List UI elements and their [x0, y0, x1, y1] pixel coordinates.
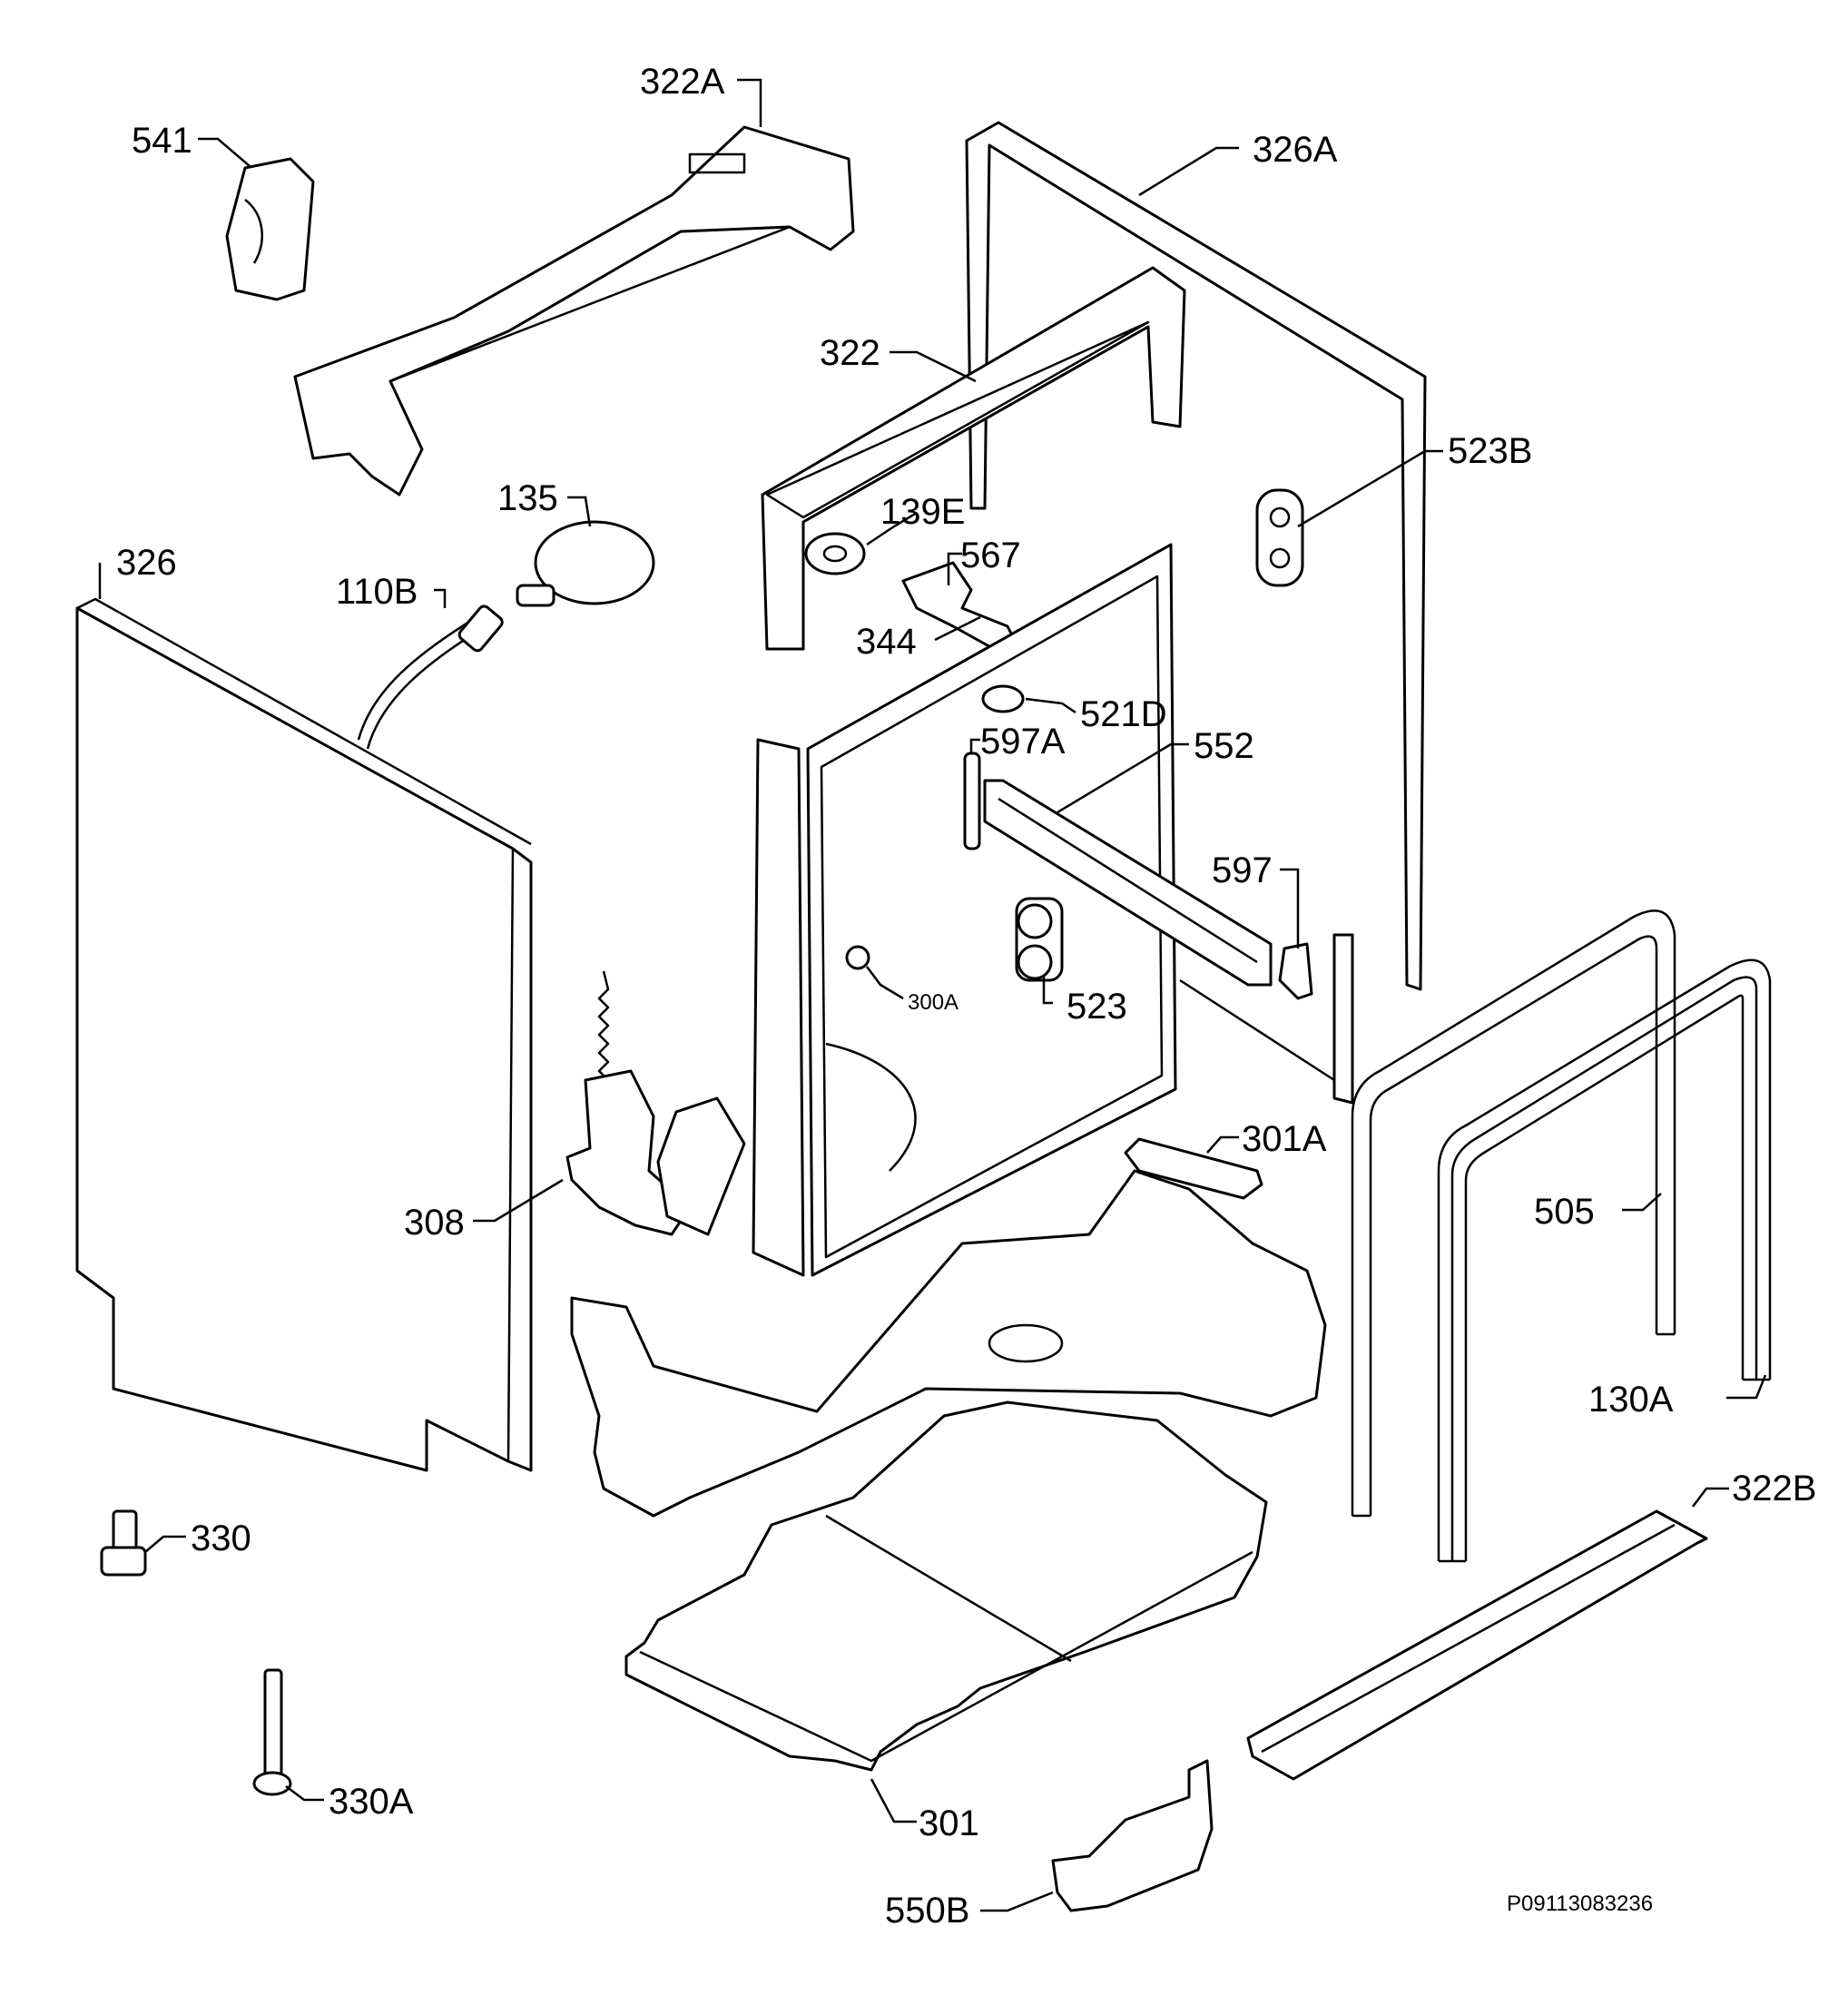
label-322: 322 [820, 333, 880, 373]
label-322b: 322B [1732, 1469, 1816, 1509]
part-523-fittings [1015, 897, 1064, 982]
part-523b-grommet [1255, 488, 1304, 587]
part-541-clip [225, 157, 315, 301]
label-308: 308 [404, 1203, 465, 1243]
label-301: 301 [919, 1803, 979, 1843]
part-322-front-frame [761, 266, 1186, 651]
part-tub [752, 543, 1177, 1277]
label-301a: 301A [1242, 1119, 1327, 1159]
part-308-hinge [565, 970, 746, 1236]
label-523b: 523B [1448, 431, 1532, 471]
part-322a-top-rail [293, 125, 855, 496]
part-597-clip [1278, 942, 1313, 1000]
part-521d-plug [981, 684, 1025, 713]
part-base-frame [570, 1169, 1327, 1518]
label-541: 541 [132, 121, 192, 161]
part-326a-back-panel [965, 121, 1427, 1105]
part-110b-hose [357, 604, 504, 750]
label-552: 552 [1194, 726, 1254, 766]
label-521d: 521D [1080, 694, 1167, 734]
label-110b: 110B [336, 572, 418, 612]
label-330a: 330A [329, 1782, 414, 1822]
label-139e: 139E [880, 492, 965, 532]
part-330-foot [100, 1509, 147, 1577]
label-330: 330 [191, 1518, 251, 1558]
part-567-344-bracket [901, 561, 1018, 651]
part-505-door-seal [1351, 909, 1676, 1518]
label-567: 567 [960, 536, 1021, 575]
part-597a-clip [963, 752, 981, 850]
label-597a: 597A [980, 722, 1066, 762]
label-300a: 300A [908, 990, 958, 1015]
part-130a-seal [1437, 958, 1772, 1563]
leader-lines [98, 78, 1767, 1912]
label-322a: 322A [640, 62, 725, 102]
label-135: 135 [497, 478, 558, 518]
part-550b-clip [1051, 1759, 1214, 1912]
part-135-rinse-dispenser [516, 520, 655, 607]
label-130a: 130A [1588, 1380, 1674, 1420]
part-326-side-panel [75, 597, 533, 1472]
part-322b-plinth-rail [1246, 1509, 1708, 1781]
part-301-base-tray [624, 1400, 1268, 1772]
label-597: 597 [1212, 850, 1273, 890]
label-550b: 550B [885, 1891, 969, 1931]
callout-labels: 541 322A 326A 322 523B 135 139E 567 326 … [116, 62, 1816, 1931]
part-552-rail [983, 779, 1273, 987]
label-523: 523 [1067, 987, 1127, 1027]
part-139e-cap [804, 532, 866, 575]
part-330a-screw [252, 1668, 292, 1796]
label-344: 344 [856, 622, 917, 662]
label-326a: 326A [1253, 130, 1338, 170]
label-505: 505 [1534, 1192, 1595, 1232]
label-326: 326 [116, 543, 177, 583]
part-300a-nut [845, 945, 870, 970]
part-301a-trim [1124, 1137, 1263, 1200]
drawing-code: P09113083236 [1507, 1892, 1653, 1916]
